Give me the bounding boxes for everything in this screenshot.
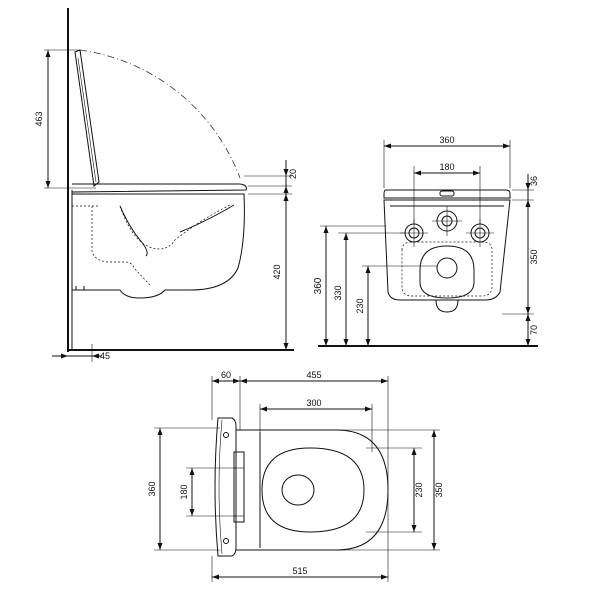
dim-arrows-top-60 bbox=[212, 378, 240, 384]
front-bowl-outline bbox=[383, 199, 511, 301]
dim-label-front-360-top: 360 bbox=[439, 135, 454, 145]
dim-label-45: 45 bbox=[100, 351, 110, 361]
front-drain-housing bbox=[419, 245, 475, 299]
bowl-trap-hidden bbox=[91, 206, 151, 286]
bowl-inner-hidden bbox=[119, 204, 231, 250]
front-inner-hidden bbox=[401, 241, 493, 297]
dim-label-top-230: 230 bbox=[414, 482, 424, 497]
front-foot bbox=[435, 299, 459, 313]
dim-label-front-36: 36 bbox=[529, 176, 539, 186]
top-drain-hole bbox=[281, 474, 315, 506]
dim-label-top-360: 360 bbox=[147, 481, 157, 496]
dim-label-top-350: 350 bbox=[434, 482, 444, 497]
front-seat-hinge bbox=[439, 190, 455, 197]
dim-label-463: 463 bbox=[34, 111, 44, 126]
floor-ticks bbox=[75, 286, 85, 290]
front-seat bbox=[383, 189, 511, 199]
bowl-rim-inner bbox=[179, 204, 235, 233]
open-lid-inner bbox=[77, 57, 97, 183]
top-seat-back bbox=[214, 417, 237, 557]
front-fixing-center bbox=[432, 206, 462, 236]
bowl-outline bbox=[72, 193, 245, 299]
dim-arrows-20 bbox=[283, 169, 289, 193]
front-drain-outlet bbox=[436, 257, 458, 279]
front-view: 360 180 36 350 70 360 330 230 bbox=[313, 135, 539, 347]
bowl-inner-wall bbox=[119, 205, 148, 257]
dim-arrows-front-70 bbox=[525, 314, 531, 346]
seat-closed bbox=[71, 183, 247, 193]
top-hinge-top bbox=[223, 432, 229, 438]
dim-label-top-60: 60 bbox=[221, 370, 231, 380]
dim-label-front-230: 230 bbox=[355, 298, 365, 313]
top-seat-back-inner bbox=[218, 419, 223, 555]
dim-label-420: 420 bbox=[272, 264, 282, 279]
top-hinge-bottom bbox=[223, 538, 229, 544]
dim-label-front-330: 330 bbox=[333, 285, 343, 300]
top-bowl-outline bbox=[236, 429, 389, 551]
open-lid-outline bbox=[74, 49, 100, 187]
dim-label-top-515: 515 bbox=[292, 566, 307, 576]
dim-label-front-180: 180 bbox=[439, 162, 454, 172]
top-bowl-opening bbox=[261, 447, 365, 533]
lid-swing-arc bbox=[79, 49, 241, 179]
dim-arrows-front-180 bbox=[414, 170, 480, 176]
top-view: 60 455 300 360 180 230 350 515 bbox=[147, 370, 444, 582]
side-view: 463 20 420 45 bbox=[34, 8, 298, 362]
dim-label-top-455: 455 bbox=[306, 370, 321, 380]
dim-label-front-70: 70 bbox=[529, 325, 539, 335]
top-fixing-plate bbox=[233, 451, 245, 523]
dim-label-front-360-left: 360 bbox=[313, 277, 324, 294]
dim-label-top-300: 300 bbox=[306, 398, 321, 408]
dim-label-top-180: 180 bbox=[179, 484, 189, 499]
dim-label-20: 20 bbox=[288, 169, 298, 179]
dim-label-front-350: 350 bbox=[529, 249, 539, 264]
